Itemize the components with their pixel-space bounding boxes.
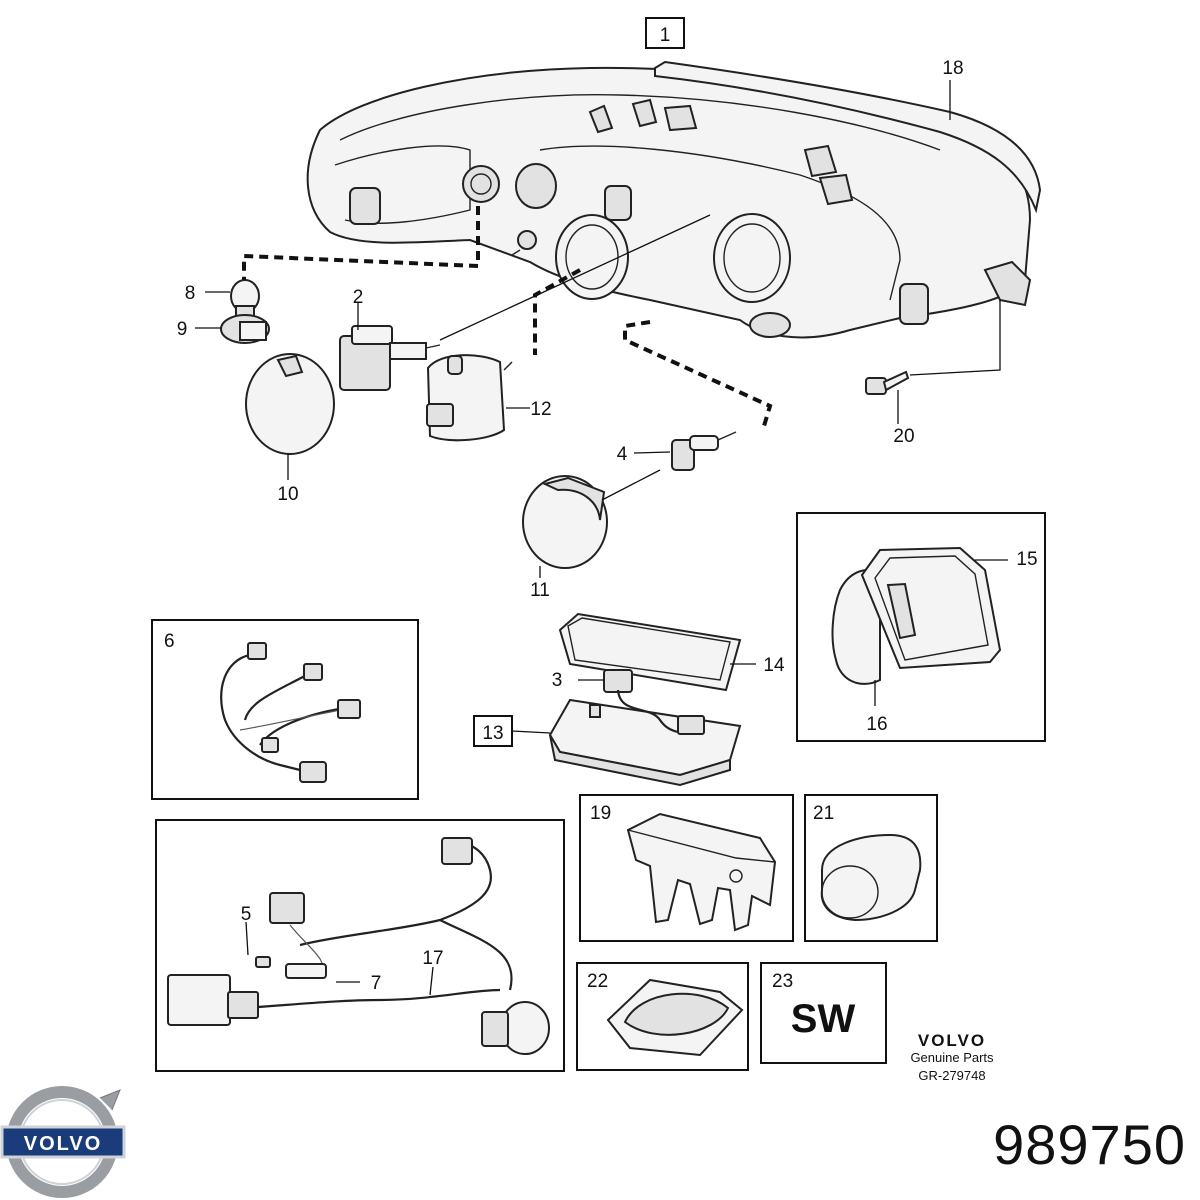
stamp-brand: VOLVO: [918, 1031, 986, 1050]
label-14: 14: [763, 655, 785, 676]
control-unit-box: 15 16: [796, 512, 1046, 742]
label-15: 15: [1016, 549, 1037, 570]
main-ref-box: 1: [645, 17, 685, 49]
main-ref-label: 1: [660, 25, 671, 46]
label-17: 17: [422, 948, 443, 969]
bulb-holder: [220, 314, 270, 344]
cap-box-21: 21: [804, 794, 938, 942]
label-20: 20: [893, 426, 914, 447]
indicator-bulb: [671, 431, 737, 471]
stamp-genuine-parts: Genuine Parts: [910, 1050, 994, 1065]
ballast-module: [548, 612, 742, 787]
label-13: 13: [482, 723, 503, 744]
route-indicator-bulb: [623, 320, 773, 427]
mounting-screw: [865, 370, 910, 395]
sw-text: SW: [791, 997, 856, 1041]
label-22: 22: [587, 971, 608, 992]
label-6: 6: [164, 631, 175, 652]
label-21: 21: [813, 803, 834, 824]
label-18: 18: [942, 58, 963, 79]
label-3: 3: [552, 670, 563, 691]
label-9: 9: [177, 319, 188, 340]
ref-box-13: 13: [473, 715, 513, 747]
label-4: 4: [617, 444, 628, 465]
trim-strip: [654, 60, 1042, 214]
pad-box-22: 22: [576, 962, 749, 1071]
volvo-logo: VOLVO: [0, 1086, 126, 1198]
side-bulb: [230, 279, 260, 317]
rear-cover-small: [522, 475, 608, 569]
label-19: 19: [590, 803, 611, 824]
leader-lines: [195, 80, 1001, 578]
label-23: 23: [772, 971, 793, 992]
label-8: 8: [185, 283, 196, 304]
label-7: 7: [371, 973, 382, 994]
cover-box-19: 19: [579, 794, 794, 942]
leveling-motor: [426, 354, 513, 442]
part-number: 989750: [993, 1113, 1186, 1176]
label-10: 10: [277, 484, 298, 505]
genuine-parts-stamp: VOLVO Genuine Parts GR-279748: [910, 1031, 994, 1083]
headlamp-bulb: [339, 325, 441, 391]
harness-box-6: 6: [151, 619, 419, 800]
label-12: 12: [530, 399, 551, 420]
harness-box-17: 5 7 17: [155, 819, 565, 1072]
label-5: 5: [241, 904, 252, 925]
label-11: 11: [530, 580, 550, 601]
route-side-bulb: [242, 206, 480, 280]
label-box-23: 23 SW: [760, 962, 887, 1064]
label-2: 2: [353, 287, 364, 308]
route-leveling-motor: [533, 268, 581, 355]
label-16: 16: [866, 714, 887, 735]
logo-text: VOLVO: [24, 1133, 103, 1155]
drawing-reference: GR-279748: [918, 1068, 985, 1083]
rear-cover-large: [245, 353, 335, 455]
